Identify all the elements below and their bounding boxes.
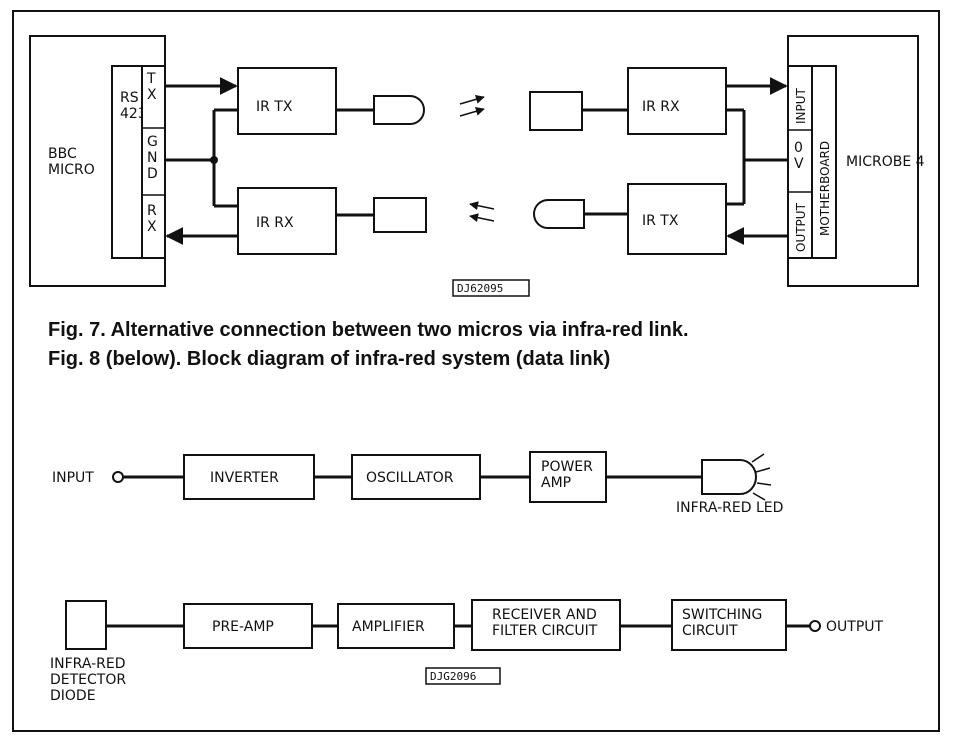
power-amp-box xyxy=(529,451,607,503)
pre-amp-label: PRE-AMP xyxy=(212,619,274,635)
receiver-filter-box xyxy=(471,599,621,651)
output-pin-label: OUTPUT xyxy=(794,202,808,252)
microbe-pin-column xyxy=(787,65,813,259)
ir-rx-left-label: IR RX xyxy=(256,215,294,231)
led-left-icon xyxy=(373,95,425,125)
rs423-box xyxy=(111,65,143,259)
input-pin-label: INPUT xyxy=(794,87,808,124)
motherboard-label: MOTHERBOARD xyxy=(818,141,832,236)
output-label: OUTPUT xyxy=(826,619,884,635)
led-right-icon xyxy=(533,199,585,229)
pin-column xyxy=(141,65,166,259)
oscillator-label: OSCILLATOR xyxy=(366,470,454,486)
fig8-ref-box xyxy=(425,667,501,685)
fig7-ref-label: DJ62095 xyxy=(457,282,503,295)
ir-tx-right-label: IR TX xyxy=(642,213,679,229)
ir-rx-right xyxy=(627,67,727,135)
caption-line-1: Fig. 7. Alternative connection between t… xyxy=(48,319,689,341)
amplifier-label: AMPLIFIER xyxy=(352,619,425,635)
ir-rx-right-label: IR RX xyxy=(642,99,680,115)
microbe-label: MICROBE 4 xyxy=(846,154,925,170)
motherboard-box xyxy=(811,65,837,259)
ir-rays-bottom xyxy=(469,201,495,223)
detector-diode-icon xyxy=(65,600,107,650)
output-terminal xyxy=(809,620,821,632)
pre-amp-box xyxy=(183,603,313,649)
ir-rays-top xyxy=(459,94,485,117)
inverter-box xyxy=(183,454,315,500)
fig7-ref-box xyxy=(452,279,530,297)
ir-rx-left xyxy=(237,187,337,255)
infra-red-led-label: INFRA-RED LED xyxy=(676,500,783,516)
switching-circuit-box xyxy=(671,599,787,651)
detector-right-icon xyxy=(529,91,583,131)
fig8-ref-label: DJG2096 xyxy=(430,670,476,683)
ir-tx-left-label: IR TX xyxy=(256,99,293,115)
input-label: INPUT xyxy=(52,470,94,486)
led-emission-icon xyxy=(751,453,772,501)
ir-tx-right xyxy=(627,183,727,255)
input-terminal xyxy=(112,471,124,483)
detector-left-icon xyxy=(373,197,427,233)
ir-tx-left xyxy=(237,67,337,135)
inverter-label: INVERTER xyxy=(210,470,279,486)
infra-red-led-icon xyxy=(701,459,757,495)
caption-line-2: Fig. 8 (below). Block diagram of infra-r… xyxy=(48,348,610,370)
oscillator-box xyxy=(351,454,481,500)
